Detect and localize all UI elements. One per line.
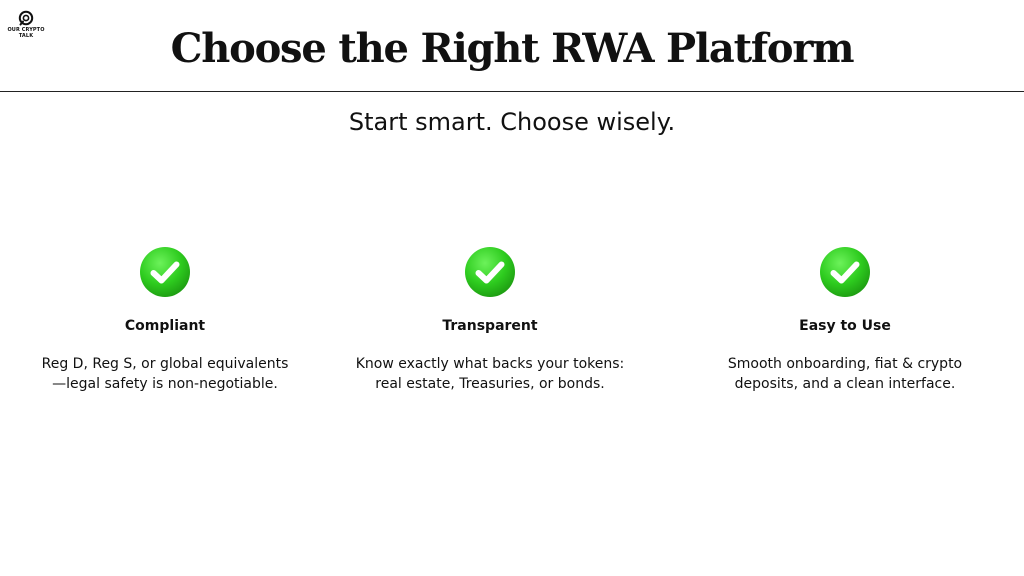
brand-logo: OUR CRYPTO TALK — [6, 10, 46, 39]
card-description: Smooth onboarding, fiat & crypto deposit… — [727, 356, 963, 392]
header-divider — [0, 91, 1024, 92]
brand-name: OUR CRYPTO TALK — [7, 27, 45, 39]
card-description: Know exactly what backs your tokens: rea… — [355, 356, 625, 392]
feature-card-compliant: Compliant Reg D, Reg S, or global equiva… — [15, 246, 315, 394]
feature-card-transparent: Transparent Know exactly what backs your… — [340, 246, 640, 394]
card-heading: Compliant — [124, 318, 206, 334]
card-heading: Easy to Use — [799, 318, 891, 334]
subtitle: Start smart. Choose wisely. — [348, 108, 676, 136]
card-heading: Transparent — [442, 318, 538, 334]
checkmark-icon — [140, 247, 190, 297]
logo-mark-icon — [18, 10, 34, 26]
card-description: Reg D, Reg S, or global equivalents —leg… — [41, 356, 289, 392]
checkmark-icon — [820, 247, 870, 297]
page-title: Choose the Right RWA Platform — [170, 25, 855, 72]
feature-card-easy-to-use: Easy to Use Smooth onboarding, fiat & cr… — [695, 246, 995, 394]
checkmark-icon — [465, 247, 515, 297]
